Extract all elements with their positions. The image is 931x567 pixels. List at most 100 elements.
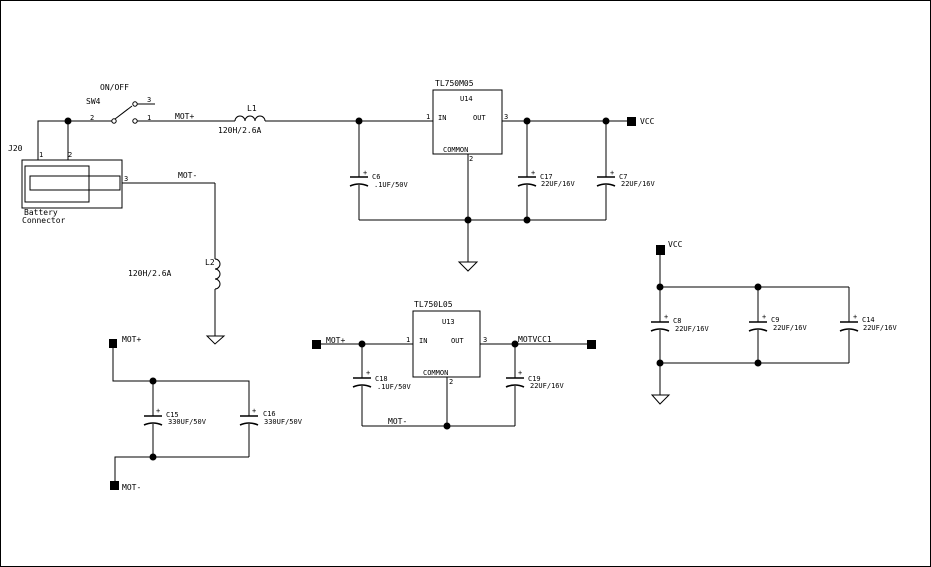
junction-dot — [523, 216, 531, 224]
c19-value: 22UF/16V — [530, 382, 565, 390]
junction-dot — [149, 453, 157, 461]
u14-pin-out: OUT — [473, 114, 486, 122]
u13-pin-common: COMMON — [423, 369, 448, 377]
c18-ref: C18 — [375, 375, 388, 383]
connector-pin3: 3 — [124, 175, 128, 183]
inductor-l2: L2 120H/2.6A — [128, 258, 221, 290]
wire-cap-bank-top — [112, 348, 250, 411]
regulator-u13: TL750L05 U13 IN OUT COMMON 1 3 2 — [406, 300, 487, 386]
net-label-mot-minus: MOT- — [178, 171, 197, 180]
net-label-mot-minus-2: MOT- — [122, 483, 141, 492]
connector-desc-2: Connector — [22, 216, 66, 225]
junction-dot — [656, 283, 664, 291]
switch-pin1: 1 — [147, 114, 151, 122]
capacitor-c8: + C8 22UF/16V — [650, 313, 710, 395]
l1-value: 120H/2.6A — [218, 126, 262, 135]
capacitor-c7: + C7 22UF/16V — [596, 121, 656, 220]
u14-pin1: 1 — [426, 113, 430, 121]
svg-text:+: + — [518, 369, 522, 377]
connector-pin1: 1 — [39, 151, 43, 159]
mot-plus-port-u13[interactable] — [312, 340, 321, 349]
switch-pin2: 2 — [90, 114, 94, 122]
motvcc1-port[interactable] — [587, 340, 596, 349]
c14-value: 22UF/16V — [863, 324, 898, 332]
c6-value: .1UF/50V — [374, 181, 409, 189]
wire-j20-pin1 — [37, 120, 68, 160]
battery-connector-j20: J20 1 2 3 Battery Connector — [8, 144, 128, 225]
u14-ref: U14 — [460, 95, 473, 103]
c17-value: 22UF/16V — [541, 180, 576, 188]
vcc-port-top[interactable] — [627, 117, 636, 126]
svg-text:+: + — [252, 407, 256, 415]
junction-dot — [464, 216, 472, 224]
capacitor-c14: + C14 22UF/16V — [839, 287, 898, 363]
wire-cap-bank-bottom — [114, 456, 249, 481]
u14-part: TL750M05 — [435, 79, 474, 88]
net-label-mot-plus: MOT+ — [175, 112, 194, 121]
ground-symbol — [457, 261, 479, 272]
mot-plus-port-left[interactable] — [109, 339, 117, 348]
u13-pin-out: OUT — [451, 337, 464, 345]
capacitor-c15: + C15 330UF/50V — [143, 381, 207, 457]
ground-symbol — [205, 335, 226, 345]
u14-pin2: 2 — [469, 155, 473, 163]
switch-ref: SW4 — [86, 97, 101, 106]
c16-ref: C16 — [263, 410, 276, 418]
c8-value: 22UF/16V — [675, 325, 710, 333]
c17-ref: C17 — [540, 173, 553, 181]
net-label-mot-plus-2: MOT+ — [122, 335, 141, 344]
power-switch-sw4[interactable]: ON/OFF SW4 2 1 3 — [86, 83, 155, 124]
u13-pin3: 3 — [483, 336, 487, 344]
c6-ref: C6 — [372, 173, 380, 181]
junction-dot — [443, 422, 451, 430]
regulator-u14: TL750M05 U14 IN OUT COMMON 1 3 2 — [426, 79, 508, 163]
ground-symbol — [650, 394, 671, 405]
u14-pin-common: COMMON — [443, 146, 468, 154]
c8-ref: C8 — [673, 317, 681, 325]
c19-ref: C19 — [528, 375, 541, 383]
svg-text:+: + — [531, 169, 535, 177]
l2-value: 120H/2.6A — [128, 269, 172, 278]
svg-text:+: + — [156, 407, 160, 415]
net-label-motvcc1: MOTVCC1 — [518, 335, 552, 344]
u14-pin3: 3 — [504, 113, 508, 121]
c9-ref: C9 — [771, 316, 779, 324]
capacitor-c6: + C6 .1UF/50V — [349, 121, 409, 220]
svg-text:+: + — [366, 369, 370, 377]
svg-text:+: + — [363, 169, 367, 177]
c14-ref: C14 — [862, 316, 875, 324]
connector-desc-1: Battery — [24, 208, 58, 217]
c7-value: 22UF/16V — [621, 180, 656, 188]
capacitor-c9: + C9 22UF/16V — [748, 287, 808, 363]
net-label-mot-minus-3: MOT- — [388, 417, 407, 426]
svg-text:+: + — [610, 169, 614, 177]
svg-text:+: + — [664, 313, 668, 321]
u13-pin1: 1 — [406, 336, 410, 344]
mot-minus-port-left[interactable] — [110, 481, 119, 490]
u13-pin2: 2 — [449, 378, 453, 386]
vcc-label-top: VCC — [640, 117, 655, 126]
capacitor-c18: + C18 .1UF/50V — [352, 344, 412, 426]
u13-part: TL750L05 — [414, 300, 453, 309]
c15-value: 330UF/50V — [168, 418, 207, 426]
c9-value: 22UF/16V — [773, 324, 808, 332]
net-label-mot-plus-3: MOT+ — [326, 336, 345, 345]
c16-value: 330UF/50V — [264, 418, 303, 426]
svg-text:+: + — [762, 313, 766, 321]
capacitor-c19: + C19 22UF/16V — [505, 344, 565, 426]
switch-label: ON/OFF — [100, 83, 129, 92]
l2-ref: L2 — [205, 258, 215, 267]
inductor-l1: L1 120H/2.6A — [218, 104, 266, 135]
c18-value: .1UF/50V — [377, 383, 412, 391]
junction-dot — [754, 359, 762, 367]
connector-ref: J20 — [8, 144, 23, 153]
l1-ref: L1 — [247, 104, 257, 113]
u13-ref: U13 — [442, 318, 455, 326]
c15-ref: C15 — [166, 411, 179, 419]
c7-ref: C7 — [619, 173, 627, 181]
vcc-port-right[interactable] — [656, 245, 665, 255]
switch-pin3: 3 — [147, 96, 151, 104]
junction-dot — [64, 117, 72, 125]
